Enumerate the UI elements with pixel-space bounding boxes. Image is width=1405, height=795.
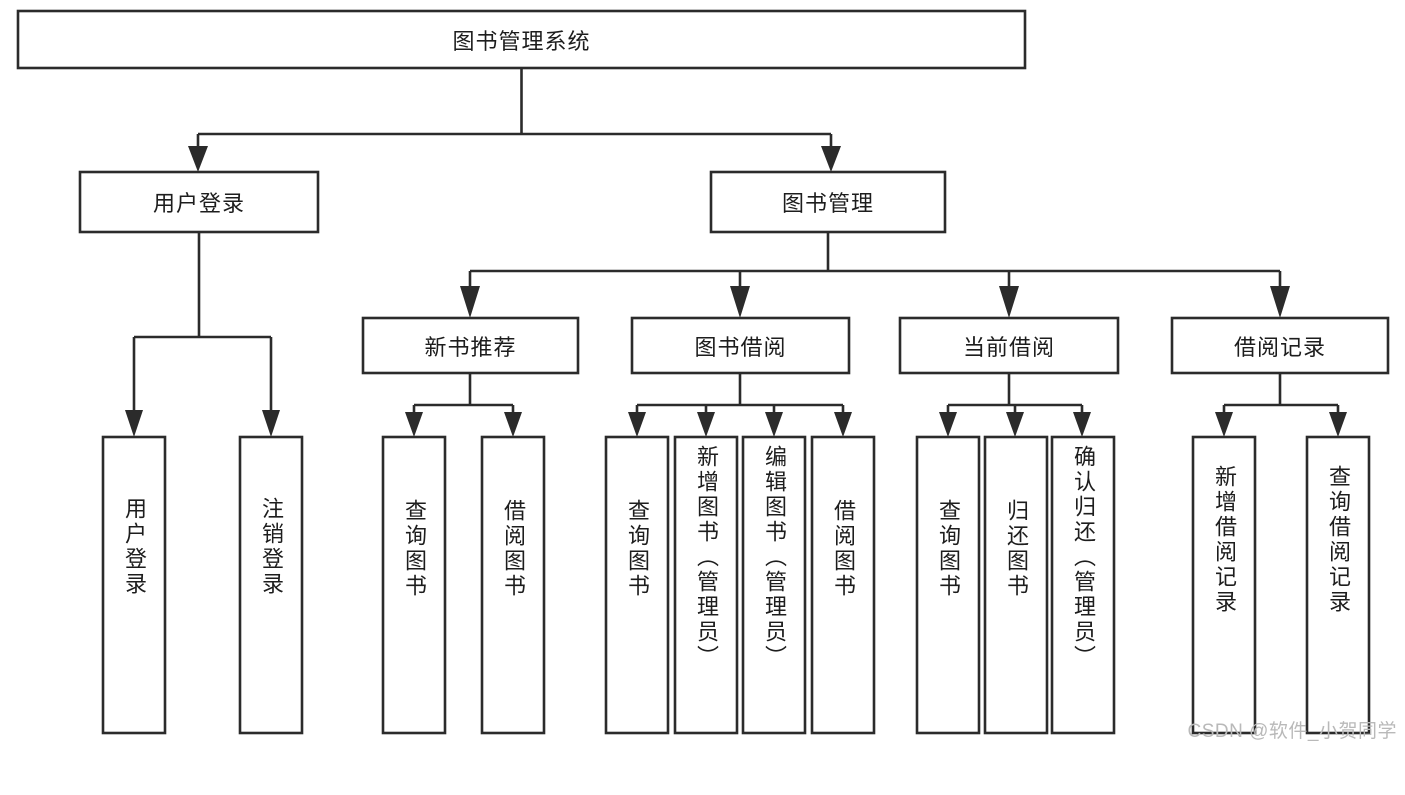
node-leaf-add-record[interactable] [1191, 435, 1257, 735]
arrowhead-leaf-query-book-3 [939, 412, 957, 437]
node-leaf-add-book[interactable] [673, 435, 739, 735]
arrowhead-book-manage [821, 146, 841, 172]
node-leaf-query-record[interactable] [1305, 435, 1371, 735]
diagram-root: 图书管理系统 用户登录 图书管理 新书推荐 图书借阅 当前借阅 借阅记录 用户登… [16, 9, 1397, 742]
watermark-credit: CSDN @软件_小贺同学 [1187, 721, 1397, 742]
arrowhead-leaf-borrow-book-2 [834, 412, 852, 437]
arrowhead-book-borrow [730, 286, 750, 318]
arrowhead-user-login [188, 146, 208, 172]
node-leaf-user-logout[interactable] [238, 435, 304, 735]
node-book-management[interactable] [709, 170, 947, 234]
node-user-login[interactable] [78, 170, 320, 234]
node-leaf-confirm-return[interactable] [1050, 435, 1116, 735]
diagram-canvas [16, 9, 1390, 735]
node-leaf-query-book-3[interactable] [915, 435, 981, 735]
node-book-borrow[interactable] [630, 316, 851, 375]
node-leaf-borrow-book-2[interactable] [810, 435, 876, 735]
node-leaf-edit-book[interactable] [741, 435, 807, 735]
arrowhead-leaf-query-book-2 [628, 412, 646, 437]
node-leaf-user-login[interactable] [101, 435, 167, 735]
arrowhead-leaf-borrow-book-1 [504, 412, 522, 437]
node-leaf-query-book-1[interactable] [381, 435, 447, 735]
node-new-book-recommend[interactable] [361, 316, 580, 375]
arrowhead-leaf-edit-book [765, 412, 783, 437]
node-borrow-record[interactable] [1170, 316, 1390, 375]
node-leaf-borrow-book-1[interactable] [480, 435, 546, 735]
arrowhead-new-book-recommend [460, 286, 480, 318]
arrowhead-current-borrow [999, 286, 1019, 318]
node-leaf-return-book[interactable] [983, 435, 1049, 735]
arrowhead-leaf-add-book [697, 412, 715, 437]
node-leaf-query-book-2[interactable] [604, 435, 670, 735]
arrowhead-leaf-query-book-1 [405, 412, 423, 437]
arrowhead-leaf-add-record [1215, 412, 1233, 437]
arrowhead-leaf-query-record [1329, 412, 1347, 437]
arrowhead-leaf-user-logout [262, 410, 280, 437]
arrowhead-borrow-record [1270, 286, 1290, 318]
node-current-borrow[interactable] [898, 316, 1120, 375]
node-root-book-management-system[interactable] [16, 9, 1027, 70]
arrowhead-leaf-return-book [1006, 412, 1024, 437]
arrowhead-leaf-confirm-return [1073, 412, 1091, 437]
arrowhead-leaf-user-login [125, 410, 143, 437]
